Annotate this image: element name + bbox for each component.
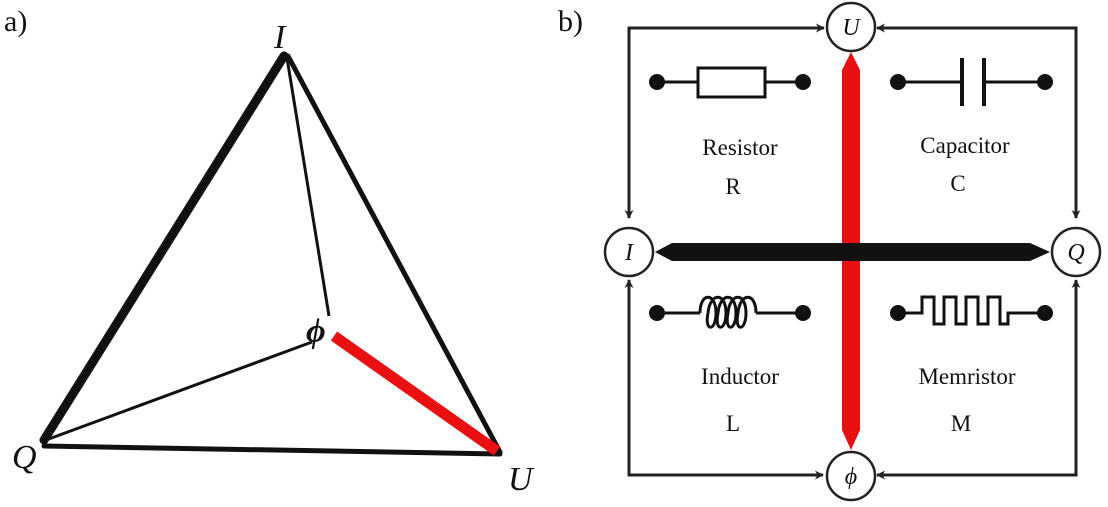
edge-q-i: [39, 51, 289, 445]
memristor-name: Memristor: [918, 364, 1015, 389]
panel-b-label: b): [558, 5, 583, 38]
arrow-phi-q: [876, 279, 1081, 480]
edge-phi-u-highlight: [330, 331, 501, 456]
resistor-name: Resistor: [702, 135, 778, 160]
panel-a: a) I Q U ϕ: [4, 5, 535, 498]
capacitor-symbol-label: C: [950, 171, 965, 196]
node-phi-circle: [825, 450, 877, 502]
arrow-i-u: [624, 23, 825, 219]
resistor-symbol: [649, 66, 811, 99]
node-phi: ϕ: [825, 450, 877, 502]
inductor-symbol-label: L: [726, 411, 740, 436]
inductor-symbol: [649, 295, 811, 329]
node-q: Q: [1050, 226, 1102, 278]
arrow-i-phi: [624, 279, 824, 480]
node-u-circle: [825, 1, 877, 53]
vertex-label-q: Q: [12, 439, 37, 476]
node-phi-label: ϕ: [845, 464, 857, 490]
node-q-circle: [1050, 226, 1102, 278]
node-i-label: I: [624, 240, 634, 266]
memristor-symbol-label: M: [951, 411, 971, 436]
resistor-symbol-label: R: [725, 174, 741, 199]
edge-i-u: [285, 53, 503, 455]
vertex-label-phi: ϕ: [306, 313, 326, 350]
panel-a-label: a): [4, 5, 27, 38]
node-q-label: Q: [1067, 240, 1084, 266]
memristor-symbol: [890, 295, 1053, 326]
edge-i-phi: [285, 57, 331, 317]
edge-q-u: [41, 443, 503, 457]
node-u-label: U: [842, 15, 861, 41]
node-i-circle: [603, 226, 655, 278]
vertex-label-u: U: [508, 461, 535, 498]
capacitor-symbol: [890, 58, 1053, 106]
inductor-name: Inductor: [701, 364, 779, 389]
node-i: I: [603, 226, 655, 278]
arrow-u-q: [876, 23, 1081, 219]
axis-i-q: [655, 243, 1050, 261]
vertex-label-i: I: [273, 19, 287, 56]
node-u: U: [825, 1, 877, 53]
capacitor-name: Capacitor: [920, 133, 1010, 158]
panel-b: b) U I Q ϕ: [558, 1, 1102, 502]
edge-q-phi: [45, 340, 313, 442]
